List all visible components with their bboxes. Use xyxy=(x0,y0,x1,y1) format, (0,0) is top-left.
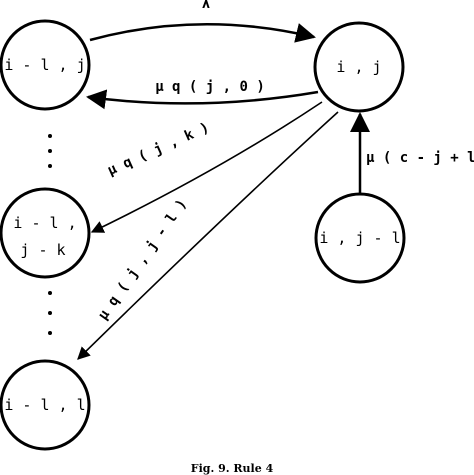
edge-label-lambda: λ xyxy=(202,0,210,12)
edge-mu-q-jk xyxy=(90,101,323,233)
edge-label-mu-q-j0: μ q ( j , 0 ) xyxy=(155,79,265,95)
edge-label-mu-c-minus-j-plus1: μ ( c - j + l ) xyxy=(366,150,474,166)
node-bottom-left: i - l , l xyxy=(0,359,91,451)
edge-lambda xyxy=(89,23,316,43)
edge-mu-q-j-jminus1 xyxy=(77,111,339,360)
edge-label-mu-q-jk: μ q ( j , k ) xyxy=(105,120,212,179)
node-top-left: i - l , j xyxy=(0,19,91,111)
edge-label-mu-q-j-jminus1: μ q ( j , j - l ) xyxy=(95,196,190,323)
ellipsis-upper xyxy=(48,134,52,168)
ellipsis-lower xyxy=(48,291,52,335)
figure-caption: Fig. 9. Rule 4 xyxy=(191,462,274,475)
node-mid-left-label-line2: j - k xyxy=(20,241,65,259)
node-mid-right: i , j - l xyxy=(314,192,406,284)
node-top-right-label: i , j xyxy=(336,58,381,76)
node-top-left-label: i - l , j xyxy=(4,56,85,74)
edge-mu-q-j0 xyxy=(86,89,319,110)
node-bottom-left-label: i - l , l xyxy=(4,396,85,414)
node-mid-left: i - l , j - k xyxy=(0,187,91,279)
node-mid-left-label-line1: i - l , xyxy=(13,214,76,232)
node-top-right: i , j xyxy=(313,21,405,113)
node-mid-right-label: i , j - l xyxy=(319,229,400,247)
